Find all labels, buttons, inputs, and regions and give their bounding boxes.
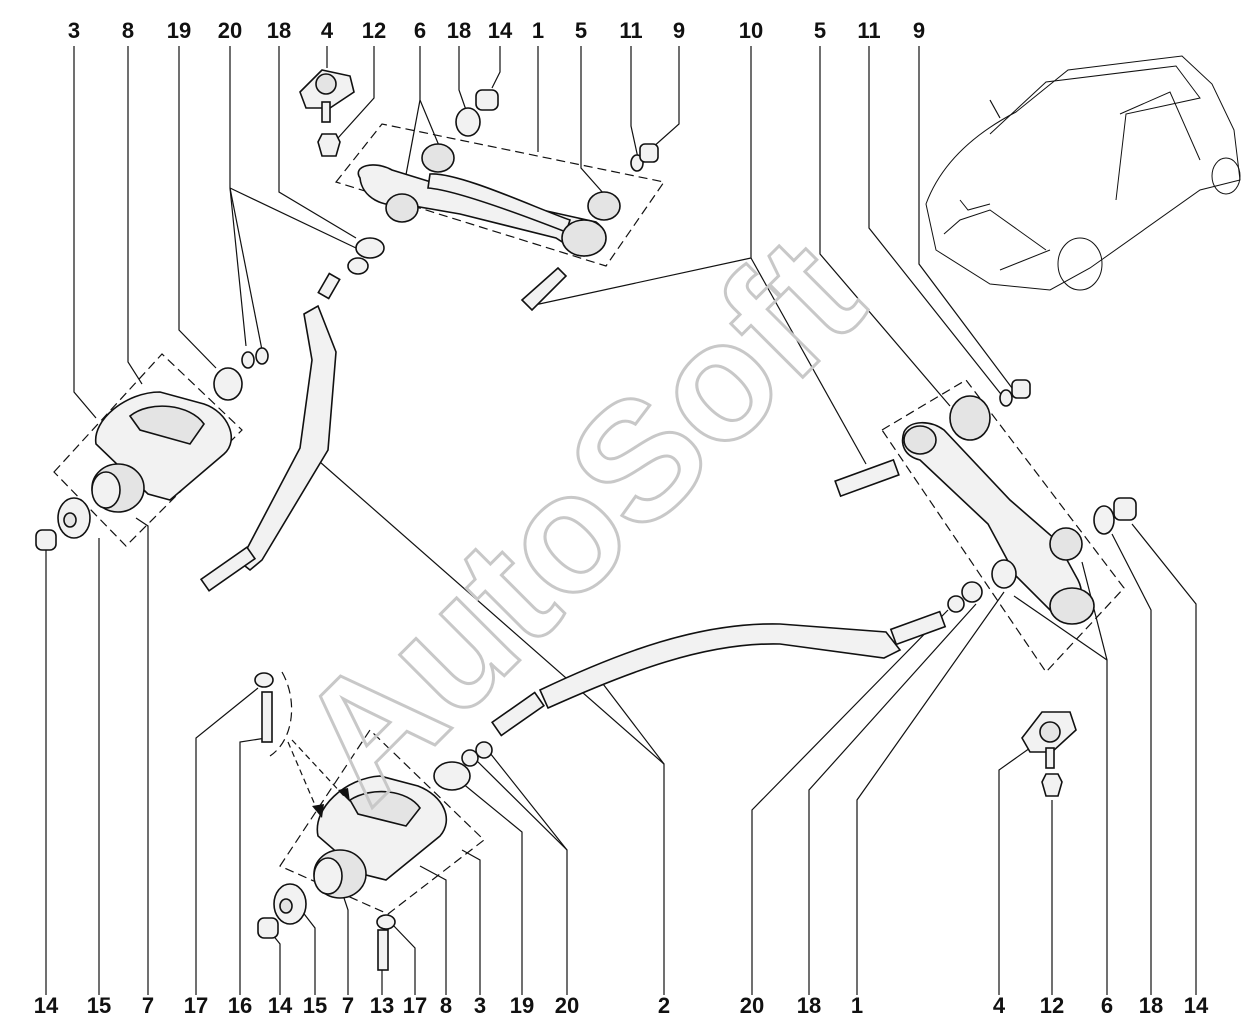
callout-bottom-5: 16: [228, 993, 252, 1018]
left-bushing-bracket: [35, 347, 269, 551]
callout-top-10: 14: [488, 18, 513, 43]
callout-bottom-23: 14: [1184, 993, 1209, 1018]
right-ball-joint: [1021, 711, 1077, 797]
callout-top-7: 12: [362, 18, 386, 43]
callout-top-1: 3: [68, 18, 80, 43]
callout-bottom-7: 15: [303, 993, 327, 1018]
callout-bottom-20: 12: [1040, 993, 1064, 1018]
center-stabilizer-bar: [433, 581, 983, 791]
top-callout-row: 3 8 19 20 18 4 12 6 18 14 1 5 11 9 10 5 …: [68, 18, 925, 43]
callout-bottom-18: 1: [851, 993, 863, 1018]
arrow-pointer-icon: [287, 739, 350, 818]
callout-top-3: 19: [167, 18, 191, 43]
callout-bottom-21: 6: [1101, 993, 1113, 1018]
callout-bottom-13: 19: [510, 993, 534, 1018]
callout-bottom-4: 17: [184, 993, 208, 1018]
callout-bottom-8: 7: [342, 993, 354, 1018]
car-icon: [925, 55, 1241, 291]
callout-bottom-12: 3: [474, 993, 486, 1018]
callout-bottom-10: 17: [403, 993, 427, 1018]
callout-top-15: 10: [739, 18, 763, 43]
callout-top-13: 11: [619, 18, 642, 43]
callout-top-14: 9: [673, 18, 685, 43]
callout-top-16: 5: [814, 18, 826, 43]
callout-bottom-2: 15: [87, 993, 111, 1018]
callout-top-6: 4: [321, 18, 334, 43]
callout-bottom-6: 14: [268, 993, 293, 1018]
callout-bottom-16: 20: [740, 993, 764, 1018]
callout-bottom-19: 4: [993, 993, 1006, 1018]
callout-bottom-1: 14: [34, 993, 59, 1018]
callout-bottom-22: 18: [1139, 993, 1163, 1018]
callout-top-17: 11: [857, 18, 880, 43]
top-leader-lines: [73, 46, 1013, 465]
callout-top-12: 5: [575, 18, 587, 43]
callout-bottom-3: 7: [142, 993, 154, 1018]
callout-top-2: 8: [122, 18, 134, 43]
right-control-arm: [834, 379, 1137, 625]
callout-bottom-14: 20: [555, 993, 579, 1018]
callout-bottom-17: 18: [797, 993, 821, 1018]
bottom-leader-lines: [45, 461, 1197, 995]
callout-bottom-15: 2: [658, 993, 670, 1018]
callout-top-8: 6: [414, 18, 426, 43]
upper-control-arm: [299, 69, 659, 312]
left-stabilizer-rod: [199, 237, 385, 592]
callout-top-4: 20: [218, 18, 242, 43]
bottom-callout-row: 14 15 7 17 16 14 15 7 13 17 8 3 19 20 2 …: [34, 993, 1209, 1018]
callout-bottom-9: 13: [370, 993, 394, 1018]
bottom-bushing-bracket: [254, 671, 448, 971]
callout-top-11: 1: [532, 18, 544, 43]
callout-bottom-11: 8: [440, 993, 452, 1018]
callout-top-9: 18: [447, 18, 471, 43]
assembly-outlines: [53, 123, 1125, 915]
watermark-text: AutoSoft: [262, 202, 896, 836]
callout-top-5: 18: [267, 18, 291, 43]
callout-top-18: 9: [913, 18, 925, 43]
